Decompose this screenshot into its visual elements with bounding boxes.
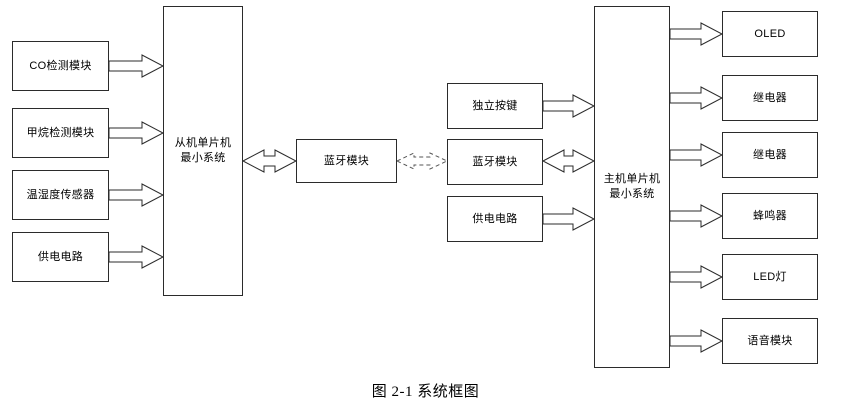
arrow-host-mcu-to-oled — [669, 22, 724, 46]
block-independent-keys: 独立按键 — [447, 83, 543, 129]
block-co-detection-module: CO检测模块 — [12, 41, 109, 91]
arrow-host-power-to-host-mcu — [542, 207, 596, 231]
block-temp-humidity-sensor: 温湿度传感器 — [12, 170, 109, 220]
block-host-bluetooth-module: 蓝牙模块 — [447, 139, 543, 185]
arrow-keys-to-host-mcu — [542, 94, 596, 118]
block-host-power-circuit: 供电电路 — [447, 196, 543, 242]
figure-caption: 图 2-1 系统框图 — [371, 384, 480, 400]
arrow-host-mcu-to-relay-1 — [669, 86, 724, 110]
block-methane-detection-module: 甲烷检测模块 — [12, 108, 109, 158]
block-slave-bluetooth-module: 蓝牙模块 — [296, 139, 397, 183]
arrow-host-mcu-to-voice-module — [669, 329, 724, 353]
block-slave-mcu-minimum-system: 从机单片机 最小系统 — [163, 6, 243, 296]
arrow-slave-power-to-slave-mcu — [108, 245, 165, 269]
arrow-host-mcu-to-buzzer — [669, 204, 724, 228]
arrow-host-mcu-to-relay-2 — [669, 143, 724, 167]
arrow-co-to-slave-mcu — [108, 54, 165, 78]
block-output-oled: OLED — [722, 11, 818, 57]
arrow-methane-to-slave-mcu — [108, 121, 165, 145]
arrow-slave-mcu-to-slave-bluetooth — [241, 149, 298, 173]
block-output-relay-2: 继电器 — [722, 132, 818, 178]
block-output-relay-1: 继电器 — [722, 75, 818, 121]
block-slave-power-circuit: 供电电路 — [12, 232, 109, 282]
arrow-host-bluetooth-to-host-mcu — [541, 149, 596, 173]
wireless-dashed-double-arrow — [395, 152, 449, 170]
block-host-mcu-minimum-system: 主机单片机 最小系统 — [594, 6, 670, 368]
block-output-led-light: LED灯 — [722, 254, 818, 300]
block-output-buzzer: 蜂鸣器 — [722, 193, 818, 239]
arrow-temp-humidity-to-slave-mcu — [108, 183, 165, 207]
arrow-host-mcu-to-led-light — [669, 265, 724, 289]
block-output-voice-module: 语音模块 — [722, 318, 818, 364]
